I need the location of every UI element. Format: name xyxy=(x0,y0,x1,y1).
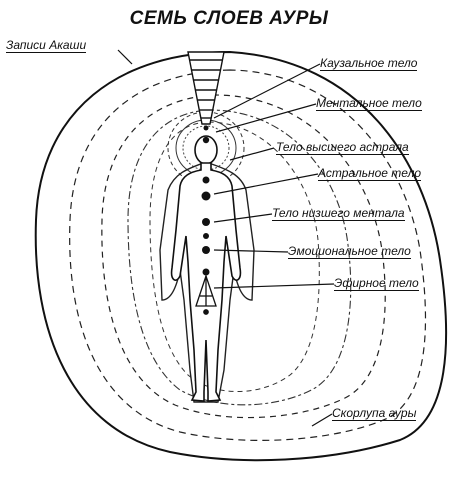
label-causal-text: Каузальное тело xyxy=(320,56,418,71)
chakra-solar xyxy=(202,218,210,226)
diagram-title: СЕМЬ СЛОЕВ АУРЫ xyxy=(129,8,329,29)
akashic-shell-outline xyxy=(34,50,448,462)
label-shell: Скорлупа ауры xyxy=(332,406,417,421)
chakras xyxy=(201,176,211,276)
label-astral: Астральное тело xyxy=(318,166,422,181)
third-eye xyxy=(202,136,210,144)
label-etheric: Эфирное тело xyxy=(334,276,419,291)
body-aura-contour xyxy=(159,161,255,403)
label-etheric-text: Эфирное тело xyxy=(334,276,419,291)
aura-layer-4 xyxy=(127,109,352,406)
label-emotional: Эмоциональное тело xyxy=(288,244,411,259)
chakra-sacral xyxy=(202,246,210,254)
causal-funnel xyxy=(187,51,225,125)
label-higher-astral: Тело высшего астрала xyxy=(276,140,409,155)
label-shell-text: Скорлупа ауры xyxy=(332,406,417,421)
label-causal: Каузальное тело xyxy=(320,56,418,71)
label-lower-mental: Тело низшего ментала xyxy=(272,206,405,221)
label-emotional-text: Эмоциональное тело xyxy=(288,244,411,259)
aura-layer-2 xyxy=(69,69,427,441)
chakra-heart xyxy=(201,191,211,201)
label-astral-text: Астральное тело xyxy=(318,166,422,181)
label-lower-mental-text: Тело низшего ментала xyxy=(272,206,405,221)
label-mental: Ментальное тело xyxy=(316,96,422,111)
chakra-root xyxy=(202,268,210,276)
label-mental-text: Ментальное тело xyxy=(316,96,422,111)
label-akashic-text: Записи Акаши xyxy=(6,38,87,53)
label-akashic: Записи Акаши xyxy=(6,38,87,53)
pointer-lines xyxy=(117,49,335,427)
chakra-navel xyxy=(203,233,209,239)
label-higher-astral-text: Тело высшего астрала xyxy=(276,140,409,155)
pelvis-pyramid xyxy=(195,273,217,315)
crown-point xyxy=(203,125,209,131)
aura-layer-5 xyxy=(149,121,320,392)
chakra-throat xyxy=(202,176,210,184)
